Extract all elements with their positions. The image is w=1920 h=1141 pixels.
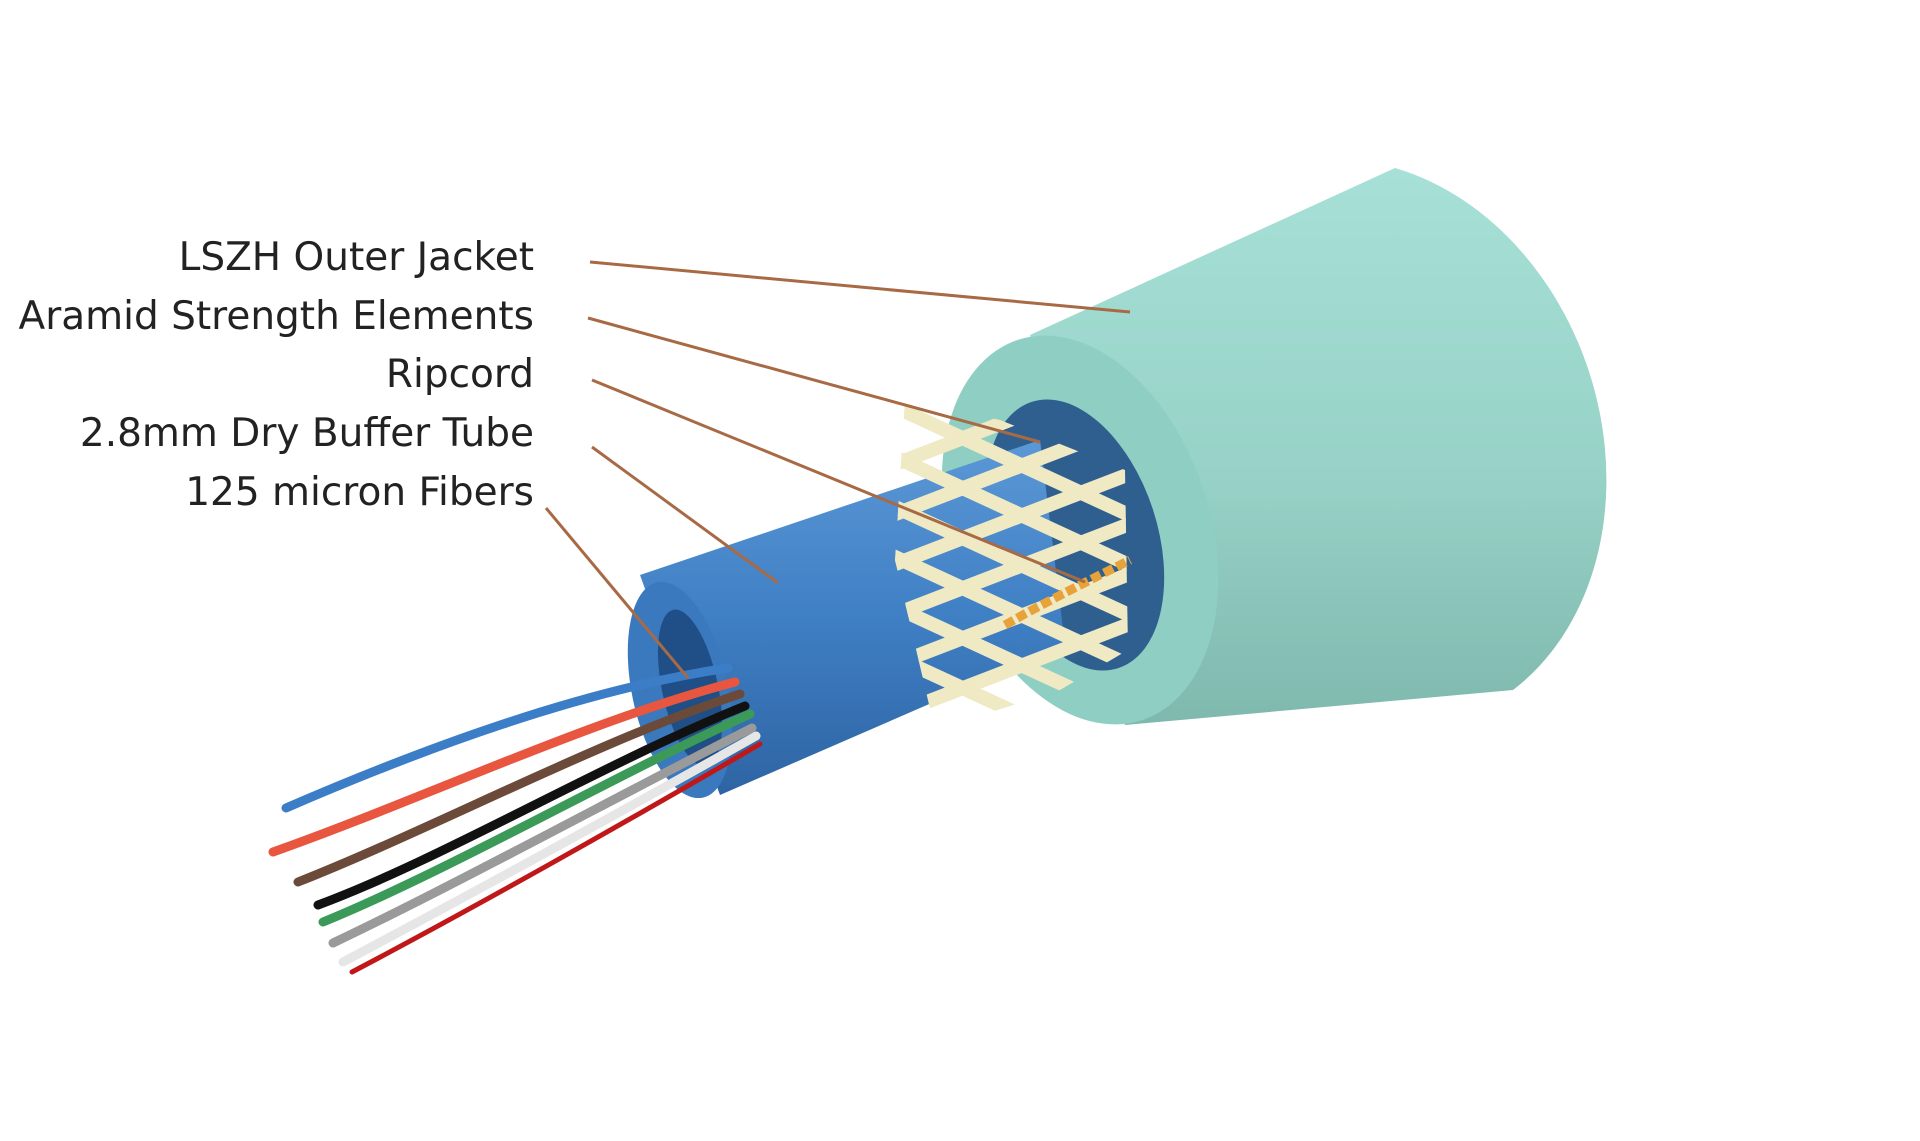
label-aramid-strength-elements: Aramid Strength Elements — [18, 294, 534, 339]
label-outer-jacket: LSZH Outer Jacket — [178, 235, 534, 280]
leader-line-jacket — [589, 260, 1131, 314]
fiber-brown — [293, 689, 745, 887]
fibers — [268, 663, 763, 975]
leader-line-buffer — [591, 445, 779, 585]
label-buffer-tube: 2.8mm Dry Buffer Tube — [79, 411, 534, 456]
fiber-gray — [328, 723, 757, 948]
fiber-red — [349, 741, 763, 975]
leader-lines — [544, 260, 1131, 679]
ripcord — [1002, 555, 1133, 629]
leader-line-aramid — [587, 316, 1041, 444]
label-fibers: 125 micron Fibers — [185, 470, 534, 515]
fiber-green — [318, 709, 755, 927]
fiber-white — [338, 731, 761, 967]
label-ripcord: Ripcord — [385, 352, 534, 397]
fiber-blue — [281, 663, 733, 813]
fiber-black — [313, 701, 750, 910]
leader-line-fibers — [544, 507, 690, 679]
leader-line-ripcord — [591, 378, 1086, 584]
fiber-orange — [268, 677, 740, 857]
